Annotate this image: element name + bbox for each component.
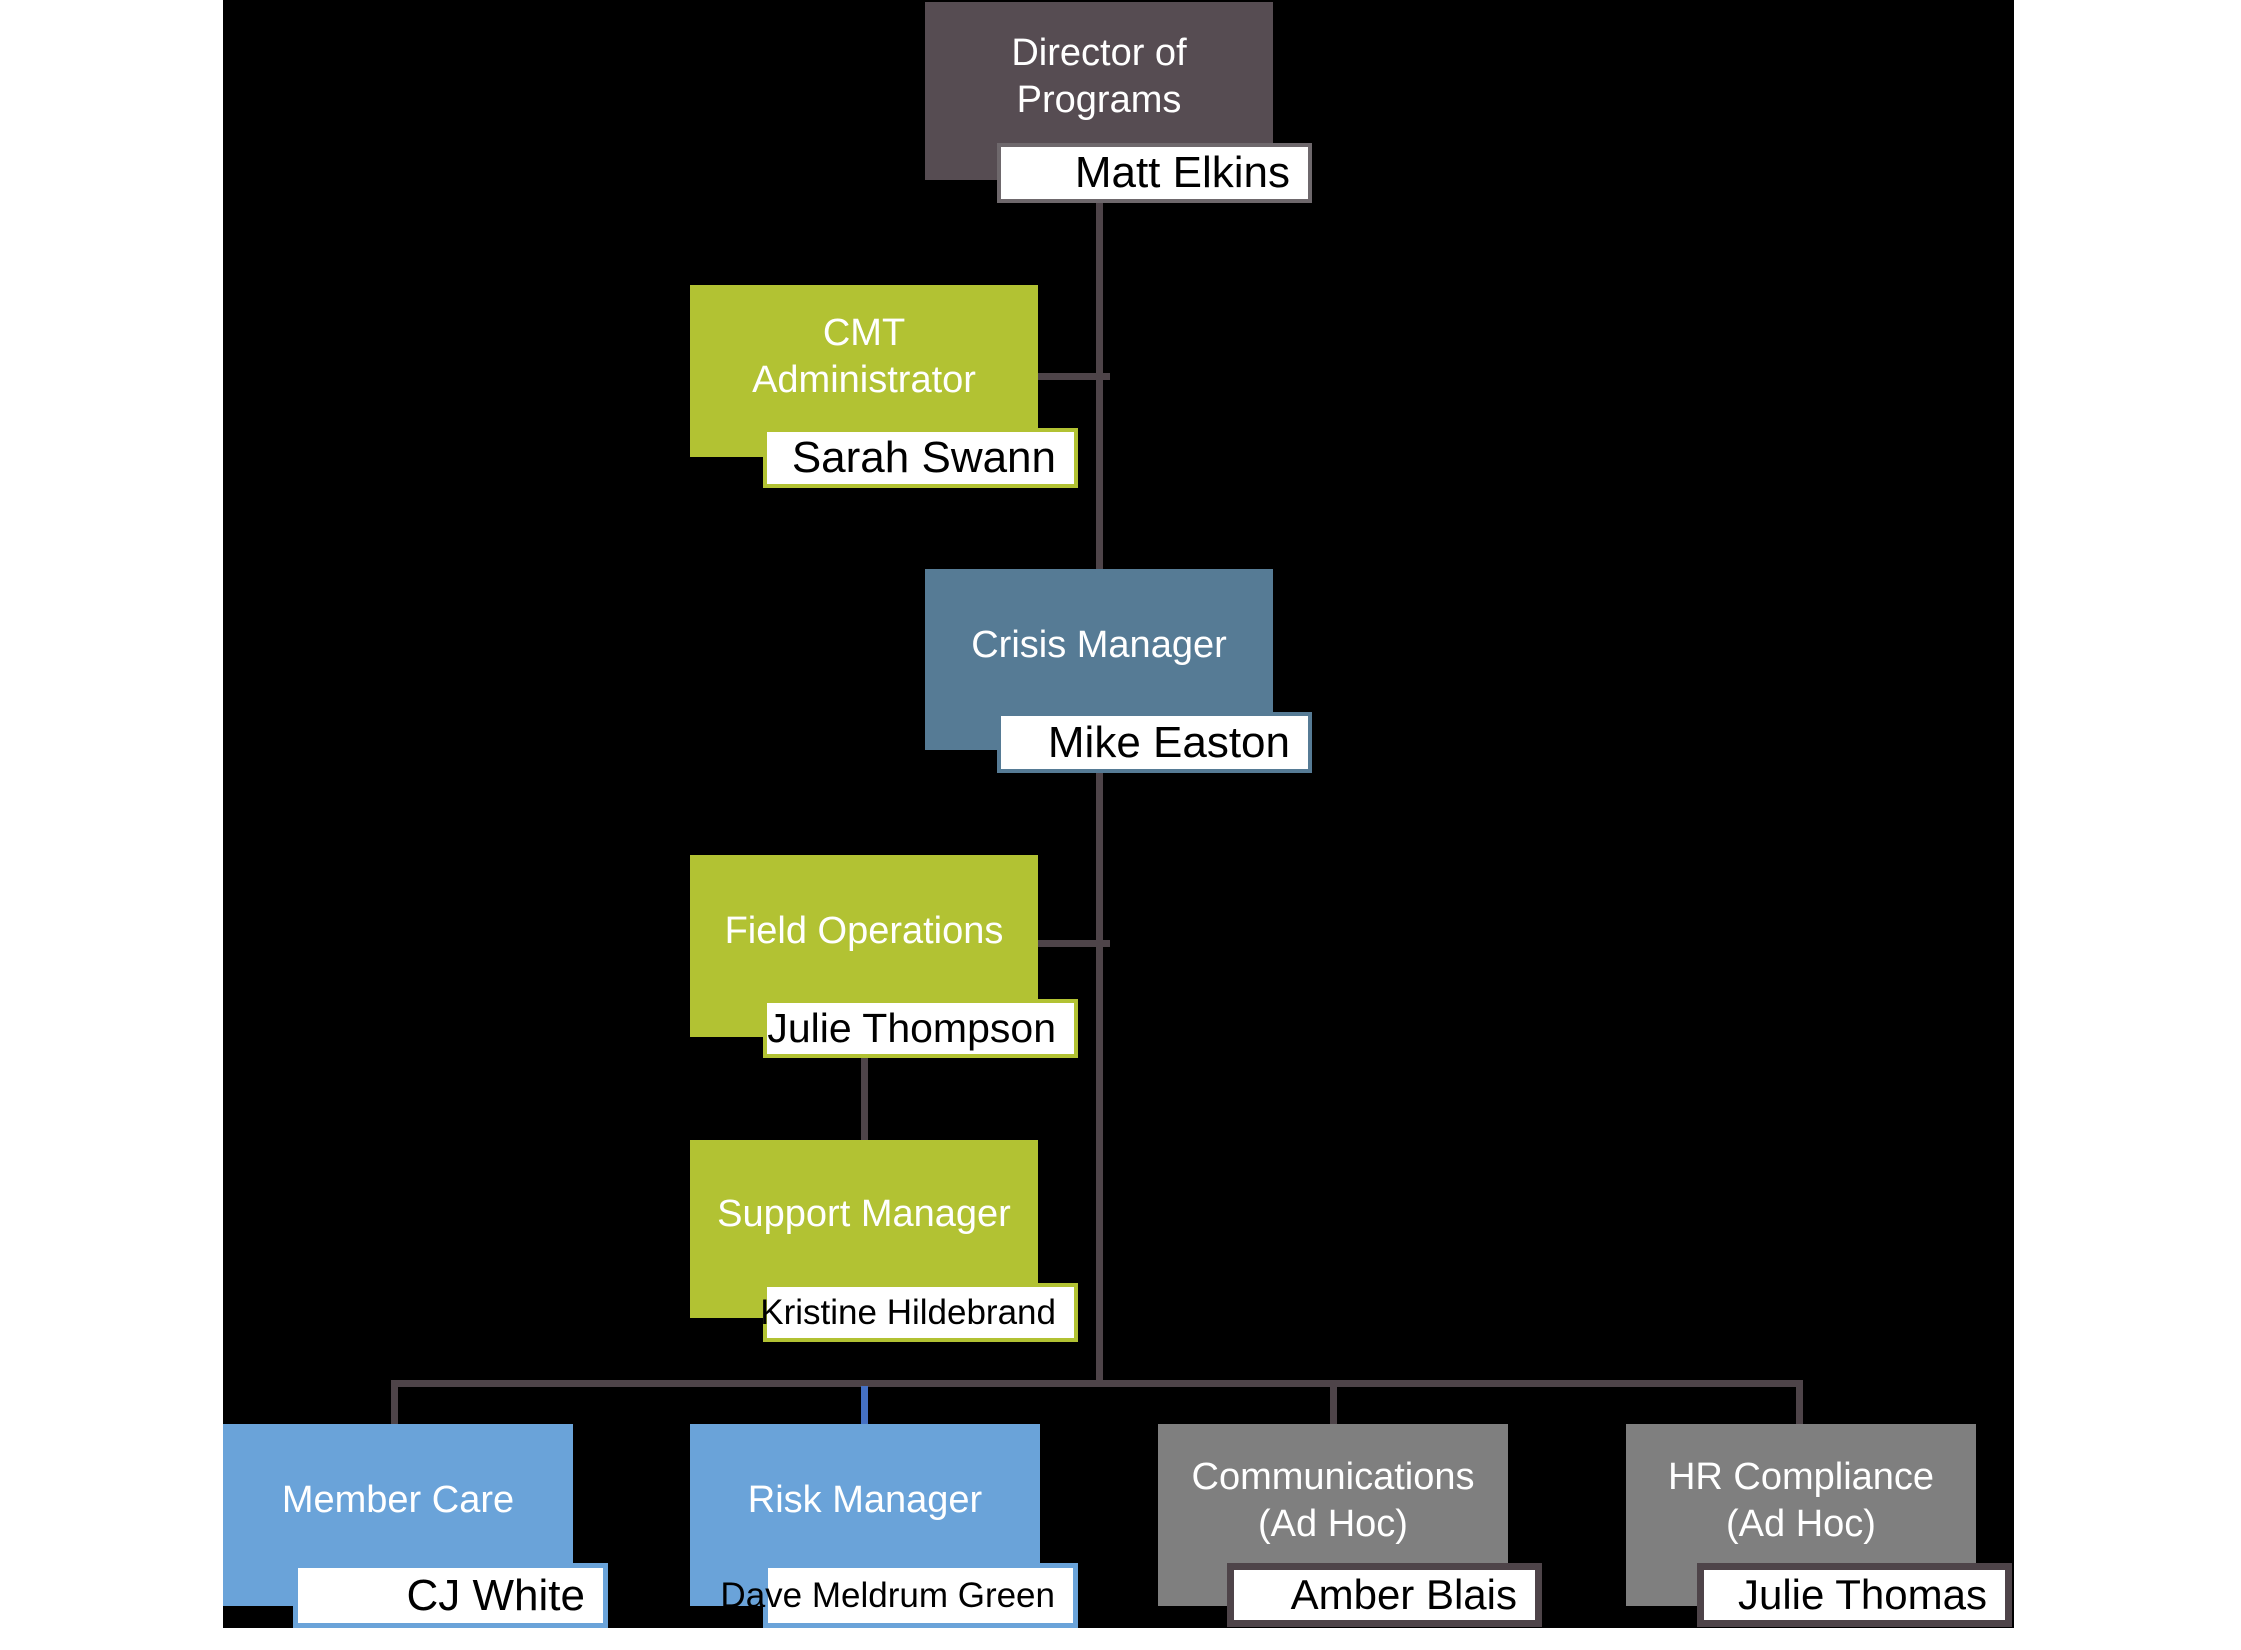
role-box: Crisis Manager xyxy=(925,569,1273,750)
role-label: Communications (Ad Hoc) xyxy=(1191,1455,1475,1546)
field-ops-connector xyxy=(1038,940,1110,947)
bottom-row-connector-horizontal xyxy=(391,1380,1803,1387)
name-tag: Matt Elkins xyxy=(997,143,1312,203)
role-label: Crisis Manager xyxy=(971,623,1227,666)
trunk-connector-vertical xyxy=(1096,203,1103,1387)
role-label: Director of Programs xyxy=(1011,31,1187,122)
role-label: Field Operations xyxy=(724,910,1004,953)
person-name: Kristine Hildebrand xyxy=(760,1292,1056,1332)
person-name: Dave Meldrum Green xyxy=(720,1575,1055,1615)
person-name: Mike Easton xyxy=(1047,717,1290,767)
person-name: Sarah Swann xyxy=(791,433,1056,482)
name-tag: Kristine Hildebrand xyxy=(760,1283,1078,1342)
name-tag: Mike Easton xyxy=(997,712,1312,773)
name-tag: Sarah Swann xyxy=(763,428,1078,488)
role-label: HR Compliance (Ad Hoc) xyxy=(1667,1455,1935,1546)
hr-compliance-drop-connector xyxy=(1796,1386,1803,1425)
communications-drop-connector xyxy=(1330,1386,1337,1425)
role-box: Director of Programs xyxy=(925,2,1273,180)
role-label: Support Manager xyxy=(717,1193,1011,1236)
person-name: CJ White xyxy=(406,1570,585,1620)
field-ops-support-connector xyxy=(861,1056,868,1140)
person-name: Julie Thomas xyxy=(1737,1571,1987,1618)
person-name: Amber Blais xyxy=(1290,1571,1517,1618)
dashed-connector-horizontal xyxy=(413,64,925,71)
person-name: Julie Thompson xyxy=(767,1005,1056,1051)
name-tag: Amber Blais xyxy=(1227,1563,1542,1627)
role-label: Risk Manager xyxy=(747,1479,983,1522)
risk-manager-drop-connector-blue xyxy=(861,1386,868,1425)
role-label: Member Care xyxy=(281,1479,515,1522)
person-name: Matt Elkins xyxy=(1074,148,1290,197)
member-care-drop-connector xyxy=(391,1386,398,1425)
name-tag: Dave Meldrum Green xyxy=(720,1563,1078,1628)
name-tag: CJ White xyxy=(293,1563,608,1628)
cmt-admin-connector xyxy=(1038,373,1110,380)
dashed-connector-vertical xyxy=(409,64,416,1364)
name-tag: Julie Thompson xyxy=(763,999,1078,1058)
chart-canvas xyxy=(223,0,2014,1628)
name-tag: Julie Thomas xyxy=(1697,1563,2012,1627)
role-label: CMT Administrator xyxy=(752,311,976,402)
